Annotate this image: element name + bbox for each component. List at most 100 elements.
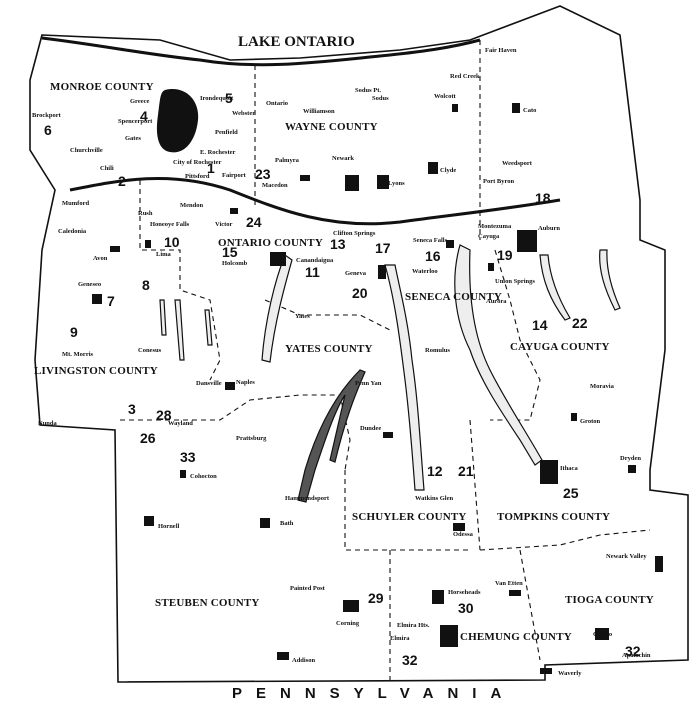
site-number: 14 — [532, 317, 548, 333]
town-label: Penn Yan — [355, 380, 382, 387]
town-label: Seneca Falls — [413, 237, 448, 244]
town-label: Sodus Pt. — [355, 87, 381, 94]
town-label: Rush — [138, 210, 153, 217]
town-label: Macedon — [262, 182, 288, 189]
town-label: Newark Valley — [606, 553, 647, 560]
site-number: 3 — [128, 401, 136, 417]
county-label-livingston: LIVINGSTON COUNTY — [34, 365, 158, 377]
town-label: Greece — [130, 98, 149, 105]
town-label: Ontario — [266, 100, 288, 107]
canandaigua-lake — [261, 254, 293, 363]
town-label: Aurora — [486, 298, 507, 305]
county-label-monroe: MONROE COUNTY — [50, 81, 154, 93]
site-number: 8 — [142, 277, 150, 293]
town-label: Hammondsport — [285, 495, 330, 502]
town-label: Geneva — [345, 270, 367, 277]
town-label: Victor — [215, 221, 233, 228]
site-number: 25 — [563, 485, 579, 501]
town-label: Caledonia — [58, 228, 87, 235]
honeoye-lake — [204, 309, 213, 346]
town-label: Williamson — [303, 108, 335, 115]
town-label: Lyons — [388, 180, 405, 187]
town-label: Union Springs — [495, 278, 535, 285]
county-label-cayuga: CAYUGA COUNTY — [510, 341, 610, 353]
town-label: Owego — [593, 631, 612, 638]
site-number: 26 — [140, 430, 156, 446]
town-label: Elmira Hts. — [397, 622, 430, 629]
site-number: 20 — [352, 285, 368, 301]
county-label-schuyler: SCHUYLER COUNTY — [352, 511, 467, 523]
town-label: Gates — [125, 135, 141, 142]
site-number: 28 — [156, 407, 172, 423]
town-label: Newark — [332, 155, 354, 162]
town-label: Dryden — [620, 455, 641, 462]
owasco-lake — [539, 254, 571, 321]
site-number: 30 — [458, 600, 474, 616]
town-label: Brockport — [32, 112, 62, 119]
lake-ontario-shoreline — [41, 36, 481, 67]
town-label: Clyde — [440, 167, 456, 174]
site-number: 11 — [305, 264, 320, 280]
town-label: Honeoye Falls — [150, 221, 190, 228]
town-label: Moravia — [590, 383, 615, 390]
town-label: Avon — [93, 255, 108, 262]
town-label: Mt. Morris — [62, 351, 94, 358]
town-label: Cayuga — [478, 233, 500, 240]
town-label: Nunda — [38, 420, 58, 427]
town-label: Waverly — [558, 670, 582, 677]
seneca-lake — [384, 264, 425, 491]
town-label: Hornell — [158, 523, 179, 530]
town-label: Yates — [295, 313, 310, 320]
lake-ontario-label: LAKE ONTARIO — [238, 34, 355, 50]
town-label: Fairport — [222, 172, 247, 179]
town-label: Wayland — [168, 420, 193, 427]
site-number: 2 — [118, 173, 126, 189]
site-number: 13 — [330, 236, 346, 252]
town-labels: Fair Haven Sodus Pt. Sodus Red Creek Wol… — [32, 47, 651, 677]
town-label: Conesus — [138, 347, 162, 354]
hemlock-lake — [159, 299, 167, 336]
town-label: Lima — [156, 251, 172, 258]
site-number: 24 — [246, 214, 262, 230]
site-number: 1 — [207, 160, 215, 176]
site-number: 18 — [535, 190, 551, 206]
town-label: Montezuma — [478, 223, 512, 230]
town-label: Naples — [236, 379, 255, 386]
town-label: Cohocton — [190, 473, 217, 480]
town-label: Holcomb — [222, 260, 248, 267]
region-border — [29, 5, 689, 683]
town-label: Prattsburg — [236, 435, 267, 442]
town-label: City of Rochester — [173, 159, 221, 166]
finger-lakes — [159, 244, 621, 503]
town-label: Pittsford — [185, 173, 210, 180]
town-label: Mumford — [62, 200, 89, 207]
site-number: 29 — [368, 590, 384, 606]
town-label: Fair Haven — [485, 47, 517, 54]
site-number: 10 — [164, 234, 180, 250]
county-label-tioga: TIOGA COUNTY — [565, 594, 654, 606]
town-label: Canandaigua — [296, 257, 334, 264]
county-label-tompkins: TOMPKINS COUNTY — [497, 511, 610, 523]
conesus-lake — [174, 299, 185, 361]
county-label-wayne: WAYNE COUNTY — [285, 121, 378, 133]
town-label: Sodus — [372, 95, 389, 102]
site-number: 21 — [458, 463, 474, 479]
site-number: 7 — [107, 293, 115, 309]
town-label: Dansville — [196, 380, 222, 387]
town-label: Churchville — [70, 147, 103, 154]
town-label: Chili — [100, 165, 114, 172]
town-label: Mendon — [180, 202, 204, 209]
site-number: 9 — [70, 324, 78, 340]
town-label: Webster — [232, 110, 255, 117]
town-label: Weedsport — [502, 160, 533, 167]
site-number: 33 — [180, 449, 196, 465]
site-number: 12 — [427, 463, 443, 479]
town-label: Romulus — [425, 347, 450, 354]
county-label-chemung: CHEMUNG COUNTY — [460, 631, 572, 643]
site-number: 22 — [572, 315, 588, 331]
town-label: Dundee — [360, 425, 381, 432]
town-label: Apalachin — [622, 652, 651, 659]
site-number: 16 — [425, 248, 441, 264]
county-label-ontario: ONTARIO COUNTY — [218, 237, 323, 249]
